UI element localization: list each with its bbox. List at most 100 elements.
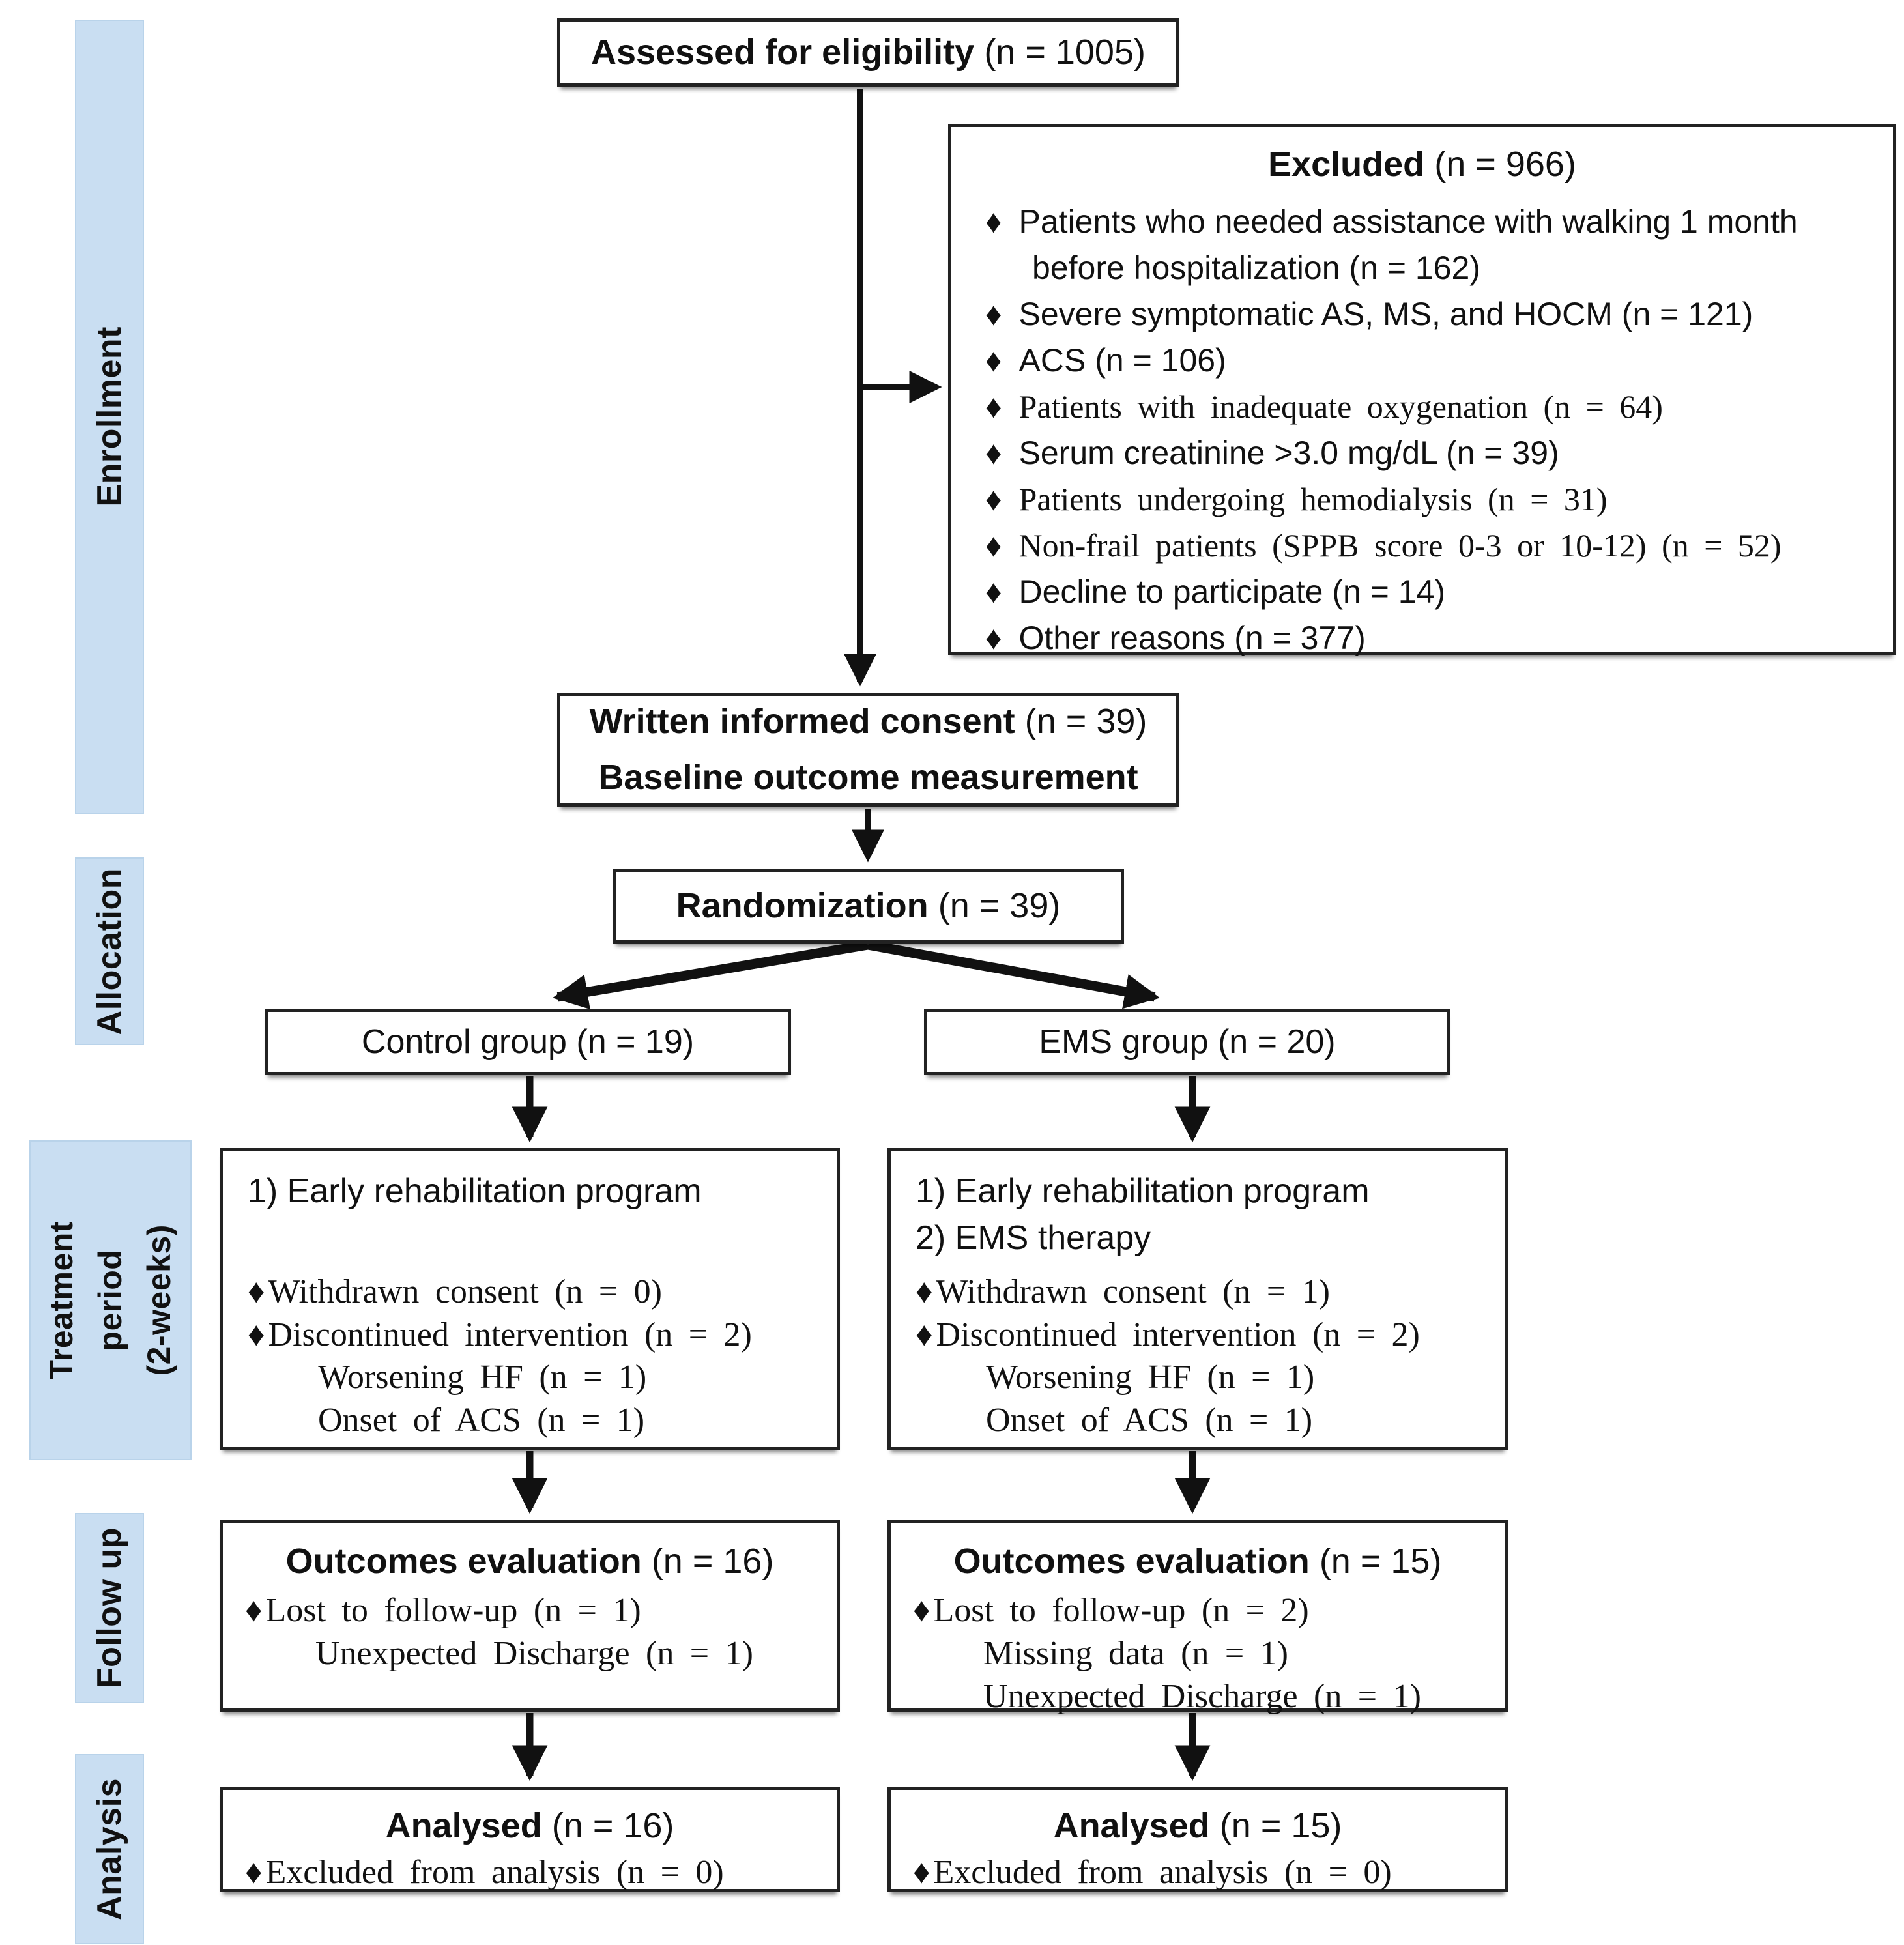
stage-enrollment-label: Enrollment xyxy=(91,326,128,507)
control-followup-title-text: Outcomes evaluation xyxy=(285,1542,642,1581)
assessed-title: Assessed for eligibility(n = 1005) xyxy=(591,27,1146,78)
treatment-event-text: Worsening HF (n = 1) xyxy=(986,1359,1315,1396)
excluded-reason-text: Patients who needed assistance with walk… xyxy=(1018,203,1798,287)
diamond-bullet-icon: ♦ xyxy=(985,435,1002,472)
excluded-reason-text: Other reasons (n = 377) xyxy=(1018,620,1366,657)
box-control-treatment: 1) Early rehabilitation program ♦Withdra… xyxy=(220,1148,840,1450)
treatment-event: ♦Withdrawn consent (n = 0) xyxy=(248,1271,812,1314)
excluded-reason: ♦ ACS (n = 106) xyxy=(985,338,1859,384)
randomization-title-text: Randomization xyxy=(676,886,929,926)
control-followup-n: (n = 16) xyxy=(651,1542,774,1581)
excluded-reason: ♦ Non-frail patients (SPPB score 0-3 or 1… xyxy=(985,523,1859,569)
treatment-event-text: Onset of ACS (n = 1) xyxy=(318,1401,645,1439)
followup-event-text: Unexpected Discharge (n = 1) xyxy=(315,1635,753,1673)
stage-analysis: Analysis xyxy=(75,1754,144,1944)
excluded-reason-text: ACS (n = 106) xyxy=(1018,342,1226,379)
treatment-event: Onset of ACS (n = 1) xyxy=(986,1399,1480,1442)
treatment-event: ♦Discontinued intervention (n = 2) xyxy=(916,1314,1480,1357)
box-assessed-for-eligibility: Assessed for eligibility(n = 1005) xyxy=(557,18,1179,87)
treatment-event: ♦Withdrawn consent (n = 1) xyxy=(916,1271,1480,1314)
excluded-reason: ♦Decline to participate (n = 14) xyxy=(985,569,1859,615)
excluded-reason-text: Non-frail patients (SPPB score 0-3 or 10… xyxy=(1018,527,1781,564)
treatment-step: 2) EMS therapy xyxy=(916,1215,1480,1262)
followup-event: Missing data (n = 1) xyxy=(983,1632,1482,1675)
analysis-event: ♦Excluded from analysis (n = 0) xyxy=(245,1851,815,1894)
box-randomization: Randomization(n = 39) xyxy=(613,869,1124,944)
excluded-reason: ♦ Other reasons (n = 377) xyxy=(985,615,1859,661)
box-control-analysis: Analysed(n = 16) ♦Excluded from analysis… xyxy=(220,1787,840,1892)
consent-line1: Written informed consent(n = 39) xyxy=(560,694,1176,749)
diamond-bullet-icon: ♦ xyxy=(248,1273,265,1310)
diamond-bullet-icon: ♦ xyxy=(985,203,1002,240)
ems-followup-title: Outcomes evaluation(n = 15) xyxy=(913,1536,1482,1587)
consent-n: (n = 39) xyxy=(1024,702,1147,742)
treatment-event: Worsening HF (n = 1) xyxy=(986,1356,1480,1399)
ems-followup-title-text: Outcomes evaluation xyxy=(953,1542,1310,1581)
treatment-event-text: Worsening HF (n = 1) xyxy=(318,1359,647,1396)
diamond-bullet-icon: ♦ xyxy=(248,1316,265,1353)
control-treatment-events: ♦Withdrawn consent (n = 0)♦Discontinued … xyxy=(248,1271,812,1441)
ems-analysis-title-text: Analysed xyxy=(1053,1806,1210,1845)
treatment-step-text: 1) Early rehabilitation program xyxy=(248,1172,702,1210)
excluded-reason: ♦Patients with inadequate oxygenation (n… xyxy=(985,384,1859,430)
treatment-event: ♦Discontinued intervention (n = 2) xyxy=(248,1314,812,1357)
diamond-bullet-icon: ♦ xyxy=(245,1854,263,1892)
diamond-bullet-icon: ♦ xyxy=(985,527,1002,564)
treatment-event: Onset of ACS (n = 1) xyxy=(318,1399,812,1442)
control-analysis-events: ♦Excluded from analysis (n = 0) xyxy=(245,1851,815,1894)
treatment-event-text: Withdrawn consent (n = 0) xyxy=(268,1273,662,1310)
followup-event: Unexpected Discharge (n = 1) xyxy=(983,1675,1482,1718)
stage-allocation-label: Allocation xyxy=(91,867,128,1035)
diamond-bullet-icon: ♦ xyxy=(245,1592,263,1630)
treatment-event-text: Withdrawn consent (n = 1) xyxy=(936,1273,1330,1310)
diamond-bullet-icon: ♦ xyxy=(985,296,1002,333)
treatment-event-text: Onset of ACS (n = 1) xyxy=(986,1401,1313,1439)
ems-followup-n: (n = 15) xyxy=(1319,1542,1442,1581)
treatment-event: Worsening HF (n = 1) xyxy=(318,1356,812,1399)
ems-treatment-events: ♦Withdrawn consent (n = 1)♦Discontinued … xyxy=(916,1271,1480,1441)
diamond-bullet-icon: ♦ xyxy=(913,1592,930,1630)
ems-analysis-title: Analysed(n = 15) xyxy=(913,1800,1482,1851)
randomization-title: Randomization(n = 39) xyxy=(676,880,1061,931)
followup-event-text: Unexpected Discharge (n = 1) xyxy=(983,1678,1421,1716)
diamond-bullet-icon: ♦ xyxy=(985,620,1002,657)
diamond-bullet-icon: ♦ xyxy=(916,1316,933,1353)
consent-title-text: Written informed consent xyxy=(589,702,1015,742)
excluded-reason: ♦Patients undergoing hemodialysis (n = 3… xyxy=(985,476,1859,523)
stage-follow-up: Follow up xyxy=(75,1513,144,1703)
ems-analysis-n: (n = 15) xyxy=(1219,1806,1342,1845)
box-control-followup: Outcomes evaluation(n = 16) ♦Lost to fol… xyxy=(220,1520,840,1712)
excluded-title-text: Excluded xyxy=(1268,145,1425,184)
excluded-reason-text: Patients with inadequate oxygenation (n … xyxy=(1018,388,1663,425)
box-excluded: Excluded(n = 966) ♦ Patients who needed a… xyxy=(948,124,1896,656)
followup-event: Unexpected Discharge (n = 1) xyxy=(315,1632,815,1675)
treatment-event-text: Discontinued intervention (n = 2) xyxy=(936,1316,1420,1353)
excluded-title: Excluded(n = 966) xyxy=(985,139,1859,190)
box-ems-group: EMS group (n = 20) xyxy=(924,1009,1450,1075)
assessed-n: (n = 1005) xyxy=(984,33,1146,72)
diamond-bullet-icon: ♦ xyxy=(985,342,1002,379)
excluded-reason-text: Patients undergoing hemodialysis (n = 31… xyxy=(1018,481,1608,518)
excluded-reason-text: Severe symptomatic AS, MS, and HOCM (n =… xyxy=(1018,296,1753,333)
analysis-event: ♦Excluded from analysis (n = 0) xyxy=(913,1851,1482,1894)
box-ems-followup: Outcomes evaluation(n = 15) ♦Lost to fol… xyxy=(887,1520,1508,1715)
box-written-informed-consent: Written informed consent(n = 39) Baselin… xyxy=(557,693,1179,807)
stage-follow-up-label: Follow up xyxy=(91,1527,128,1689)
followup-event: ♦Lost to follow-up (n = 1) xyxy=(245,1589,815,1632)
control-analysis-n: (n = 16) xyxy=(551,1806,674,1845)
treatment-step: 1) Early rehabilitation program xyxy=(916,1168,1480,1215)
excluded-reason-list: ♦ Patients who needed assistance with wal… xyxy=(985,199,1859,661)
ems-analysis-events: ♦Excluded from analysis (n = 0) xyxy=(913,1851,1482,1894)
excluded-reason-text: Serum creatinine >3.0 mg/dL (n = 39) xyxy=(1018,435,1559,472)
randomization-n: (n = 39) xyxy=(938,886,1061,926)
stage-allocation: Allocation xyxy=(75,857,144,1045)
consent-line2: Baseline outcome measurement xyxy=(598,757,1138,797)
stage-analysis-label: Analysis xyxy=(91,1778,128,1920)
control-analysis-title: Analysed(n = 16) xyxy=(245,1800,815,1851)
diamond-bullet-icon: ♦ xyxy=(985,573,1002,611)
assessed-title-text: Assessed for eligibility xyxy=(591,33,975,72)
